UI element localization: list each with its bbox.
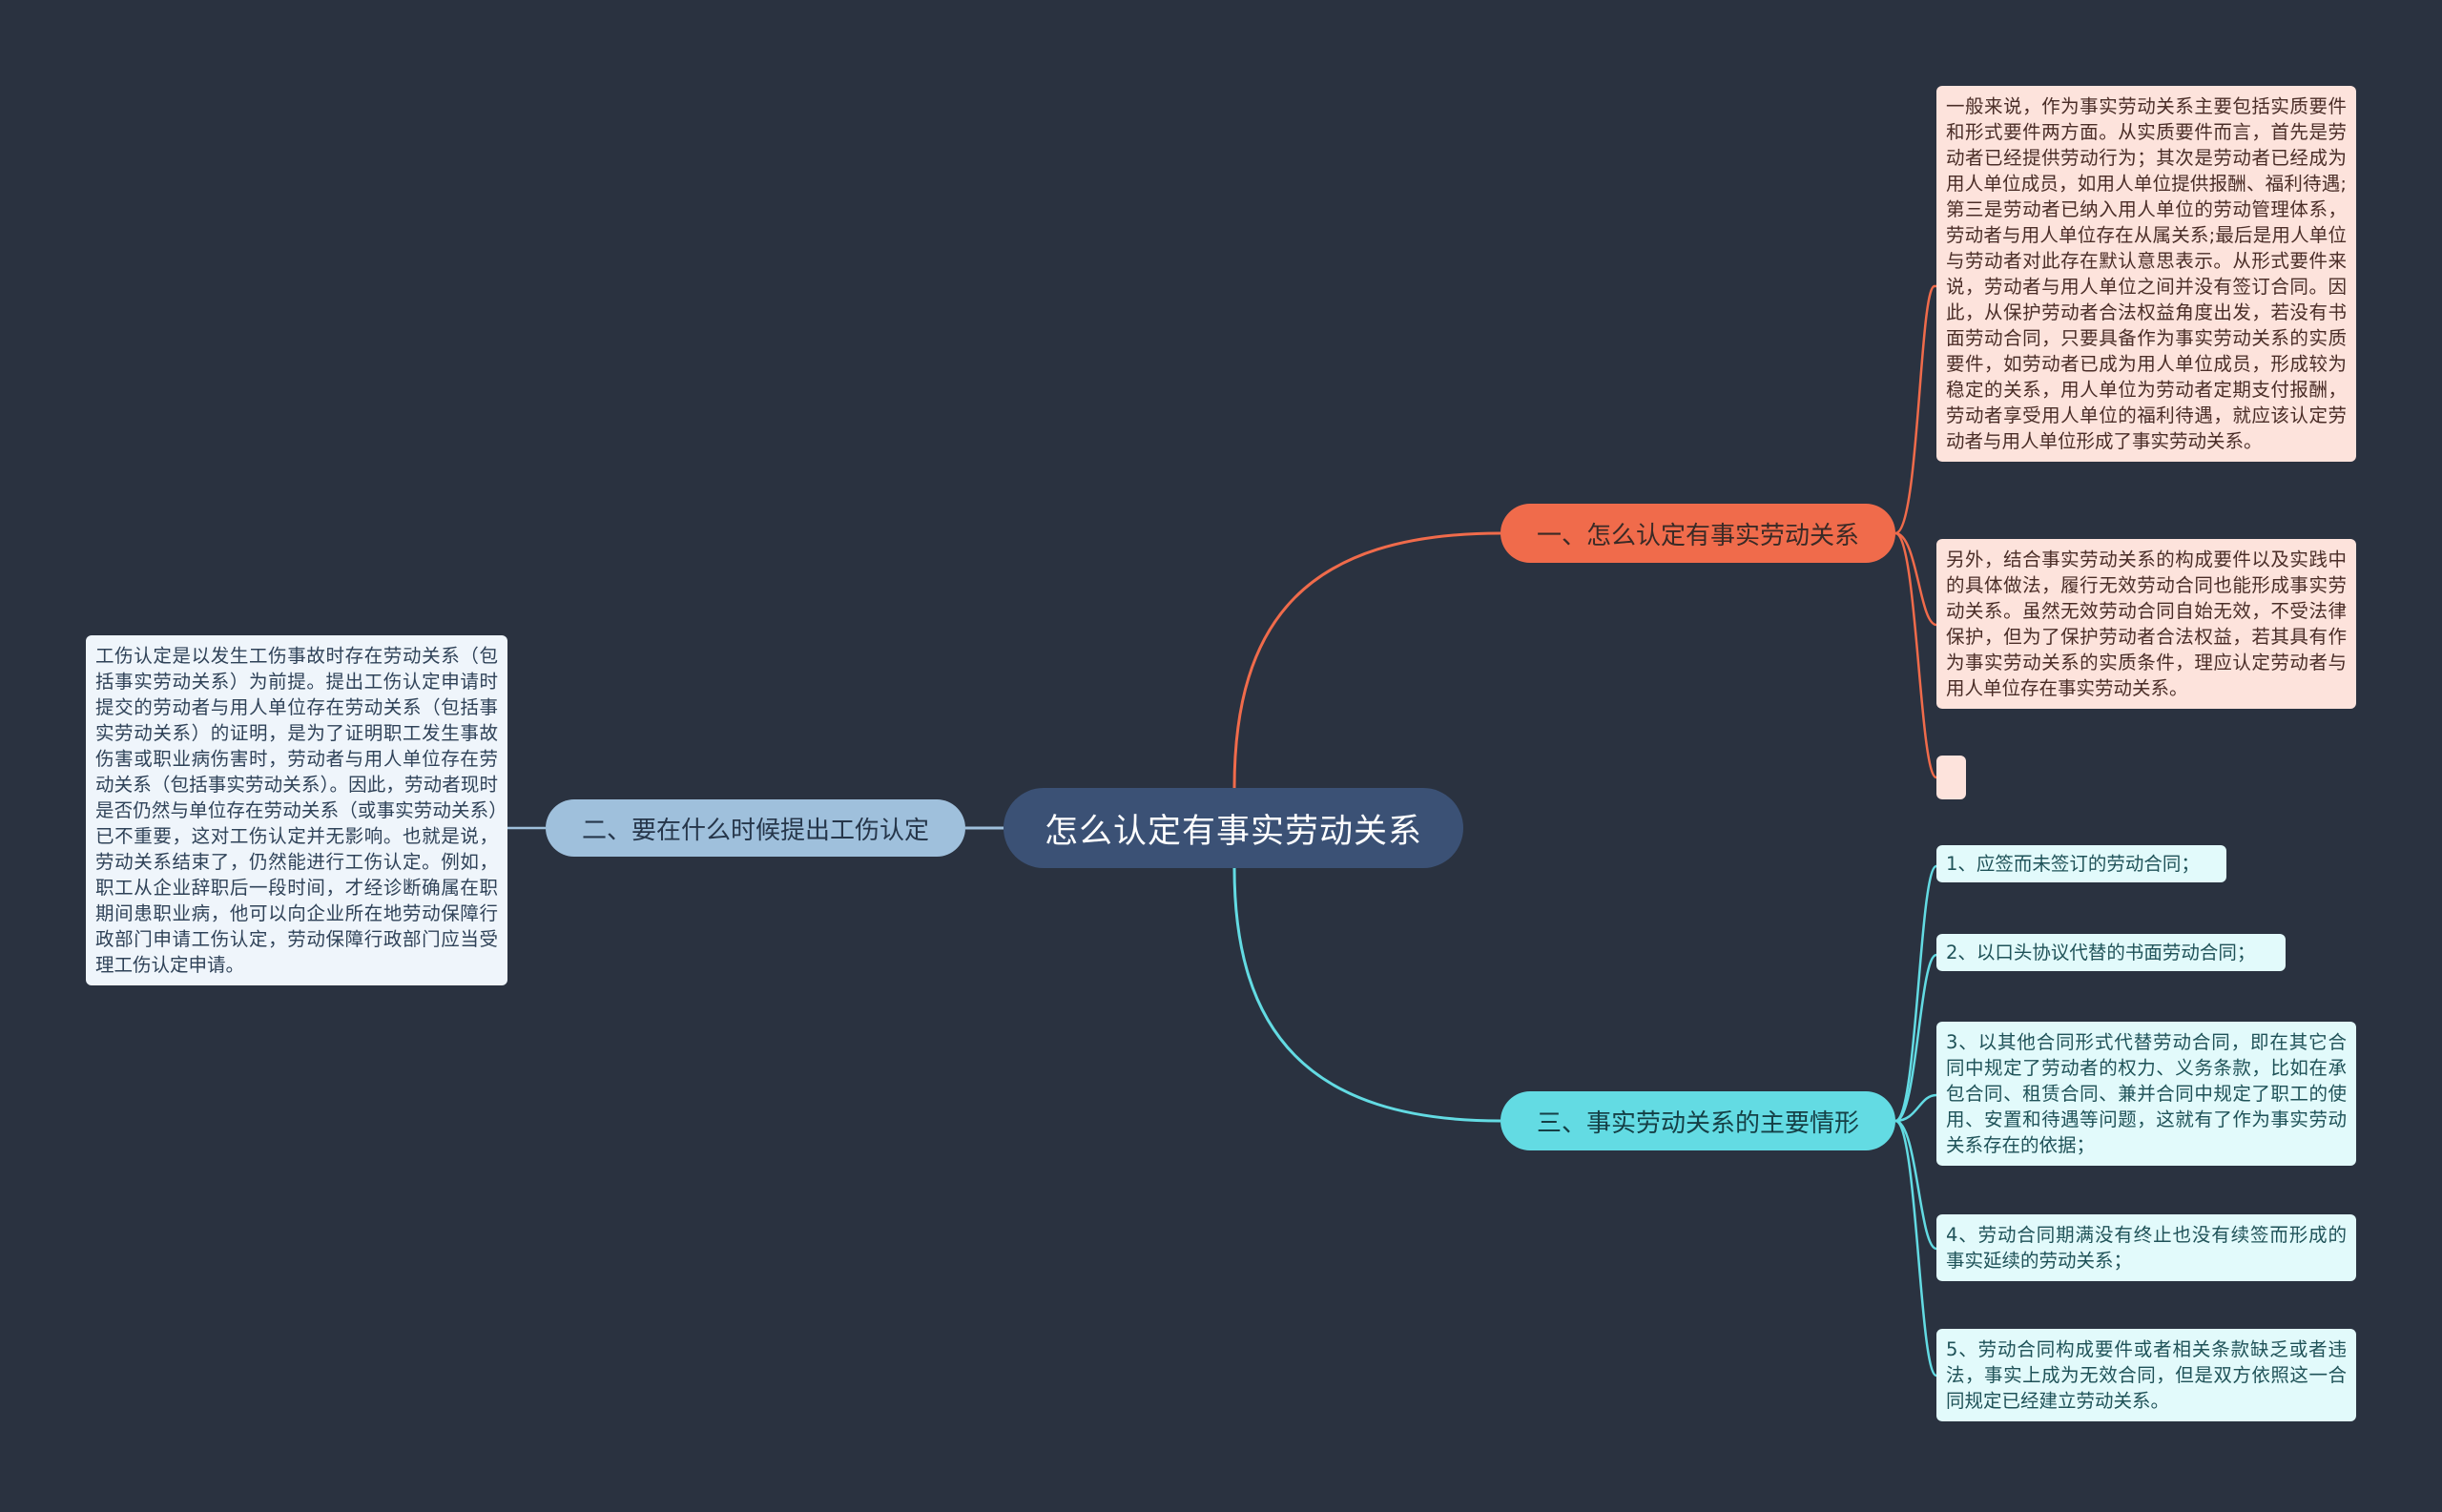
link-b3-card1 (1894, 864, 1938, 1123)
branch3-item-4[interactable]: 4、劳动合同期满没有终止也没有续签而形成的事实延续的劳动关系； (1936, 1214, 2356, 1281)
link-b3-card3 (1894, 1093, 1937, 1123)
branch-how-to-determine[interactable]: 一、怎么认定有事实劳动关系 (1500, 504, 1895, 563)
link-b1-card1 (1894, 284, 1936, 535)
link-root-b1 (1232, 531, 1501, 789)
link-b3-card5 (1894, 1119, 1938, 1377)
link-b1-card3 (1894, 531, 1938, 779)
branch-main-situations[interactable]: 三、事实劳动关系的主要情形 (1500, 1091, 1895, 1150)
root-topic[interactable]: 怎么认定有事实劳动关系 (1004, 788, 1463, 868)
branch1-card-empty[interactable] (1936, 756, 1966, 799)
branch1-card-invalid-contract[interactable]: 另外，结合事实劳动关系的构成要件以及实践中的具体做法，履行无效劳动合同也能形成事… (1936, 539, 2356, 709)
link-root-b3 (1232, 867, 1501, 1123)
branch3-item-1[interactable]: 1、应签而未签订的劳动合同； (1936, 845, 2226, 882)
branch-when-to-apply[interactable]: 二、要在什么时候提出工伤认定 (546, 799, 965, 857)
branch1-card-elements[interactable]: 一般来说，作为事实劳动关系主要包括实质要件和形式要件两方面。从实质要件而言，首先… (1936, 86, 2356, 462)
branch2-card-injury-recognition[interactable]: 工伤认定是以发生工伤事故时存在劳动关系（包括事实劳动关系）为前提。提出工伤认定申… (86, 635, 507, 985)
branch3-item-5[interactable]: 5、劳动合同构成要件或者相关条款缺乏或者违法，事实上成为无效合同，但是双方依照这… (1936, 1329, 2356, 1421)
link-b1-card2 (1894, 531, 1937, 627)
link-b3-card2 (1894, 953, 1937, 1123)
link-b3-card4 (1894, 1119, 1937, 1251)
branch3-item-2[interactable]: 2、以口头协议代替的书面劳动合同； (1936, 934, 2286, 971)
branch3-item-3[interactable]: 3、以其他合同形式代替劳动合同，即在其它合同中规定了劳动者的权力、义务条款，比如… (1936, 1022, 2356, 1166)
